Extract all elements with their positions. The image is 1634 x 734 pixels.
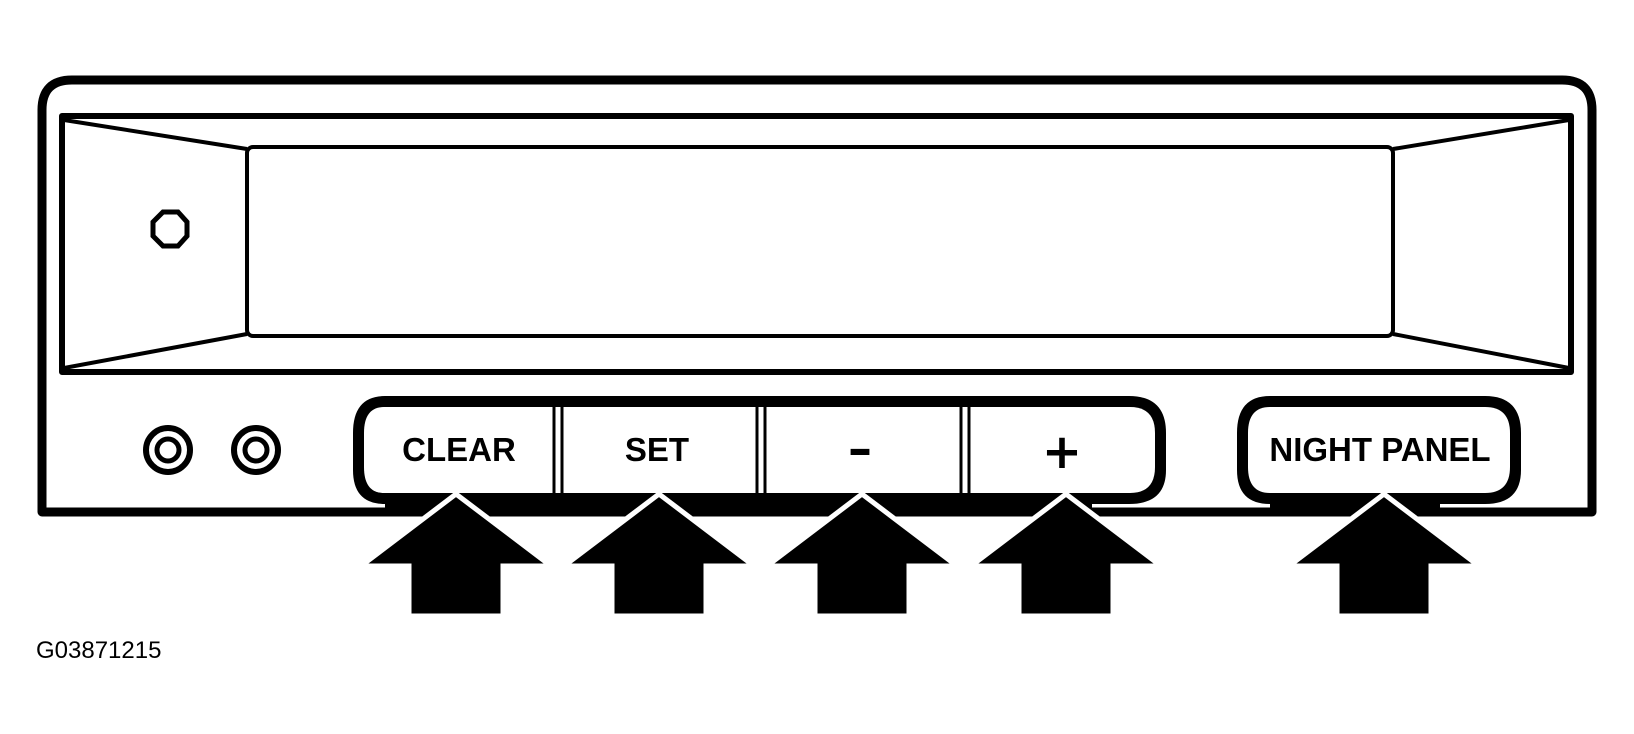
bezel-corner-line-tr <box>1392 118 1570 151</box>
trip-button-group: CLEAR SET – + <box>353 396 1166 513</box>
minus-button-label: – <box>848 421 872 477</box>
minus-button[interactable]: – <box>848 421 872 477</box>
indicator-knob-left <box>143 425 193 475</box>
indicator-knob-right <box>231 425 281 475</box>
arrow-up-icon <box>1281 490 1487 619</box>
arrow-up-icon <box>556 490 762 619</box>
plus-button-label: + <box>1042 424 1082 480</box>
plus-button[interactable]: + <box>1042 424 1082 480</box>
clear-button[interactable]: CLEAR <box>402 431 516 468</box>
figure-id: G03871215 <box>36 637 161 664</box>
arrow-up-icon <box>759 490 965 619</box>
bezel-corner-line-tl <box>63 118 248 151</box>
callout-arrows <box>353 490 1487 619</box>
night-panel-button[interactable]: NIGHT PANEL <box>1237 396 1521 513</box>
display-bezel <box>59 113 1574 375</box>
clear-button-label: CLEAR <box>402 431 516 468</box>
set-button-label: SET <box>625 431 689 468</box>
display-screen <box>245 145 1395 338</box>
arrow-up-icon <box>353 490 559 619</box>
night-panel-button-label: NIGHT PANEL <box>1269 431 1490 468</box>
bezel-corner-line-bl <box>63 332 248 370</box>
bezel-corner-line-br <box>1392 332 1570 370</box>
night-panel-button-face <box>1248 407 1510 493</box>
set-button[interactable]: SET <box>625 431 689 468</box>
arrow-up-icon <box>963 490 1169 619</box>
light-sensor-icon <box>150 209 190 249</box>
